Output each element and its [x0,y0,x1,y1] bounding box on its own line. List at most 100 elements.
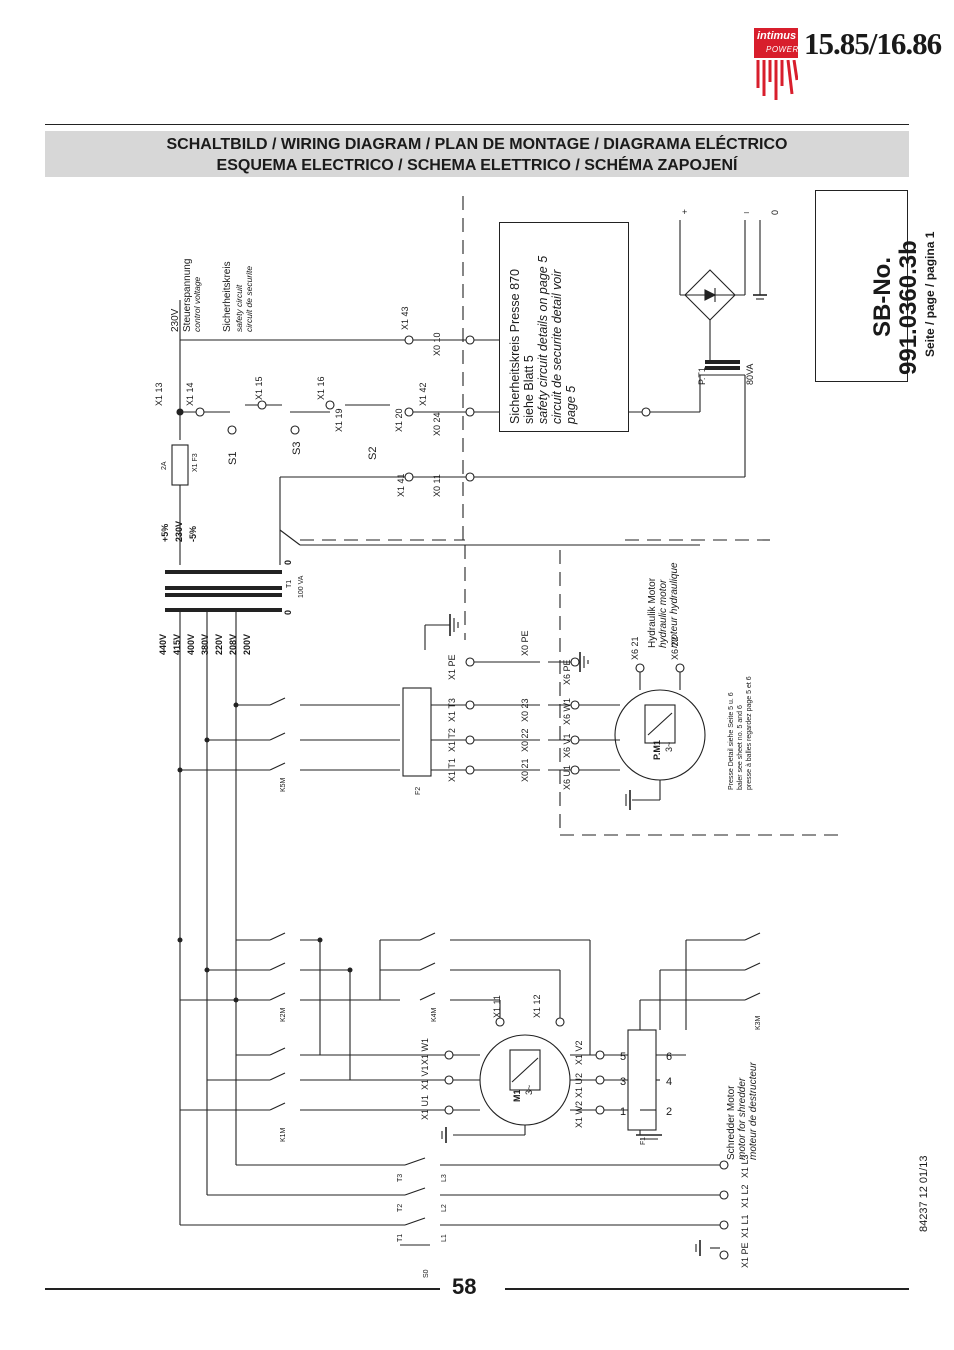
safety-note-text: Sicherheitskreis Presse 870 siehe Blatt … [508,256,578,424]
label-hyd-de: Hydraulik Motor [647,577,658,648]
label-zero-rect: 0 [770,210,780,215]
page-number: 58 [452,1274,477,1299]
label-f2: F2 [415,787,422,795]
label-hyd-en: hydraulic motor [658,579,669,648]
label-zero-sec: 0 [283,560,293,565]
label-sicherheitskreis: Sicherheitskreis [222,261,233,332]
label-x1-pe: X1 PE [740,1242,750,1268]
label-x0-pe: X0 PE [520,630,530,656]
label-x0-10: X0 10 [432,332,442,356]
footer-divider-right [505,1288,909,1290]
note-line-5: page 5 [564,385,578,424]
header-divider [45,124,909,125]
label-transformer: T1 [286,580,293,588]
label-l3-term: L3 [441,1174,448,1182]
label-sec-minus5: -5% [188,526,198,542]
label-shred-de: Schredder Motor [726,1085,737,1160]
label-hyd-fr: moteur hydraulique [669,562,680,648]
label-steuerspannung: Steuerspannung [182,259,193,332]
sb-number-box [815,190,908,382]
label-s1: S1 [227,452,239,465]
footer-divider-left [45,1288,440,1290]
label-press-note-3: presse à balles regardez page 5 et 6 [746,676,753,790]
label-fuse-f3: X1 F3 [192,453,199,472]
sb-label: SB-No. [869,257,896,337]
label-k1m: K1M [280,1127,287,1142]
label-sec-plus5: +5% [160,524,170,542]
title-band: SCHALTBILD / WIRING DIAGRAM / PLAN DE MO… [45,131,909,177]
label-x6-22: X6 22 [670,636,680,660]
label-k5m: K5M [280,777,287,792]
sb-page: Seite / page / pagina 1 [923,231,937,357]
label-pt1: P.T1 [697,367,707,385]
label-pt1-va: 80VA [745,364,755,385]
sb-number-text: SB-No. 991.0360.3b Seite / page / pagina… [869,231,938,375]
label-f1: F1 [640,1137,647,1145]
label-tap-440: 440V [158,634,168,655]
label-m1: M1 [512,1089,522,1102]
label-l2-term: L2 [441,1204,448,1212]
sb-number: 991.0360.3b [895,240,922,375]
safety-note-box [499,222,629,432]
label-x1-15: X1 15 [254,376,264,400]
label-x1-l2: X1 L2 [740,1184,750,1208]
label-x0-23: X0 23 [520,698,530,722]
logo-sub-text: POWER [766,45,799,54]
label-x1-t2: X1 T2 [447,728,457,752]
label-x1-43: X1 43 [400,306,410,330]
label-tap-415: 415V [172,634,182,655]
note-line-2: siehe Blatt 5 [522,355,536,424]
label-x1-20: X1 20 [394,408,404,432]
label-m1-phase: 3~ [524,1085,534,1095]
label-x0-21: X0 21 [520,758,530,782]
title-line-2: ESQUEMA ELECTRICO / SCHEMA ELETTRICO / S… [216,157,738,174]
label-f1-6: 6 [666,1051,672,1063]
label-pm1: P.M1 [652,740,662,760]
label-minus: – [744,207,749,217]
label-shred-fr: moteur de destructeur [748,1062,759,1160]
label-x1-v2: X1 V2 [574,1040,584,1065]
label-press-note-1: Presse Detail siehe Seite 5 u. 6 [728,692,735,790]
label-x6-21: X6 21 [630,636,640,660]
label-f1-1: 1 [620,1106,626,1118]
label-x1-13: X1 13 [154,382,164,406]
label-s3: S3 [291,442,303,455]
label-230v: 230V [170,308,181,332]
brand-logo: intimus POWER [754,28,798,58]
label-x0-24: X0 24 [432,412,442,436]
label-x1-14: X1 14 [185,382,195,406]
label-x1-v1: X1 V1 [420,1065,430,1090]
label-f1-2: 2 [666,1106,672,1118]
label-x1-w2: X1 W2 [574,1101,584,1128]
label-circuit-securite: circuit de securite [244,266,254,332]
label-x1-41: X1 41 [396,473,406,497]
label-tap-220: 220V [214,634,224,655]
label-fuse-rating: 2A [161,461,168,470]
label-x1-l3: X1 L3 [740,1154,750,1178]
title-line-1: SCHALTBILD / WIRING DIAGRAM / PLAN DE MO… [166,136,788,153]
label-t1-term: T1 [397,1234,404,1242]
label-x1-pe-top: X1 PE [447,654,457,680]
label-safety-circuit: safety circuit [234,284,244,332]
label-x6-w1: X6 W1 [562,698,572,725]
label-x6-pe: X6 PE [562,659,572,685]
label-t2-term: T2 [397,1204,404,1212]
label-f1-5: 5 [620,1051,626,1063]
label-control-voltage: control voltage [192,276,202,332]
label-x1-16: X1 16 [316,376,326,400]
label-x0-22: X0 22 [520,728,530,752]
logo-brand-text: intimus [757,30,797,42]
logo-stripes-icon [756,60,798,100]
label-x6-v1: X6 V1 [562,733,572,758]
label-tap-200: 200V [242,634,252,655]
label-plus: + [682,207,687,217]
label-x1-12: X1 12 [532,994,542,1018]
label-zero-pri: 0 [283,610,293,615]
label-x1-19: X1 19 [334,408,344,432]
note-line-4: circuit de securite detail voir [550,269,564,424]
label-s0: S0 [423,1269,430,1278]
model-number: 15.85/16.86 [804,26,942,61]
label-k4m: K4M [431,1007,438,1022]
label-x1-t1: X1 T1 [447,758,457,782]
